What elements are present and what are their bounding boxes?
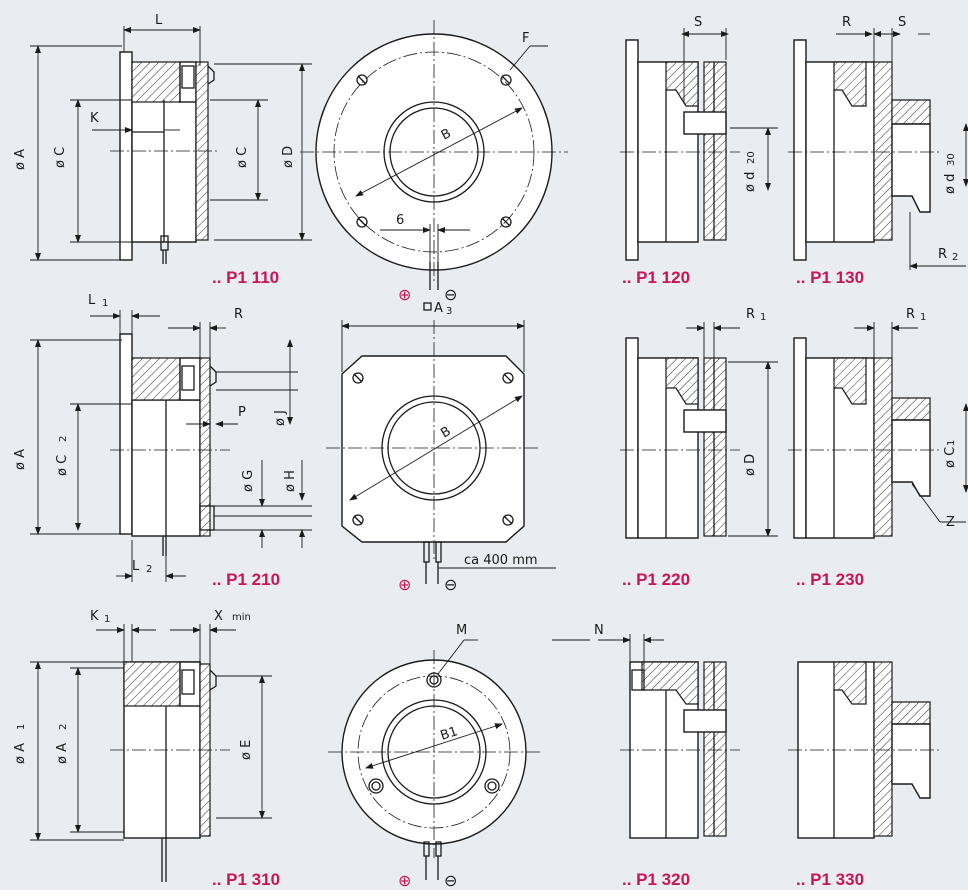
view-p1-120-section xyxy=(620,28,778,261)
label-dia-D: ø D xyxy=(281,146,296,168)
label-R1: R xyxy=(746,307,755,322)
view-round-front xyxy=(300,20,568,311)
label-K1-sub: 1 xyxy=(104,614,110,625)
label-cable: ca 400 mm xyxy=(464,553,538,568)
label-dia-D-220: ø D xyxy=(743,454,758,476)
minus-symbol-2: ⊖ xyxy=(444,575,457,594)
label-Z: Z xyxy=(946,515,955,530)
label-C2: ø C xyxy=(55,455,70,476)
label-6: 6 xyxy=(396,213,404,228)
label-L: L xyxy=(155,13,163,28)
label-R: R xyxy=(842,15,851,30)
label-L2: L xyxy=(132,559,140,574)
caption-p1-220: .. P1 220 xyxy=(622,570,690,589)
plus-symbol-3: ⊕ xyxy=(398,871,411,890)
label-dia-C-right: ø C xyxy=(235,147,250,168)
label-A2: ø A xyxy=(55,743,70,764)
label-E: ø E xyxy=(239,740,254,760)
label-B1: B1 xyxy=(439,724,460,744)
label-d30: ø d xyxy=(943,174,958,194)
plus-symbol: ⊕ xyxy=(398,285,411,304)
label-C1: ø C xyxy=(943,447,958,468)
label-Xmin-sub: min xyxy=(232,612,251,623)
caption-p1-330: .. P1 330 xyxy=(796,870,864,889)
label-dia-C: ø C xyxy=(53,147,68,168)
label-H: ø H xyxy=(283,470,298,492)
label-C1-sub: 1 xyxy=(946,440,957,446)
label-K: K xyxy=(90,111,99,126)
caption-p1-120: .. P1 120 xyxy=(622,268,690,287)
label-A2-sub: 2 xyxy=(58,724,69,730)
label-P: P xyxy=(238,405,246,420)
label-G: ø G xyxy=(241,470,256,492)
label-S-130: S xyxy=(898,15,906,30)
label-A3: A xyxy=(434,301,443,316)
label-R1-230-sub: 1 xyxy=(920,312,926,323)
label-C2-sub: 2 xyxy=(58,436,69,442)
caption-p1-230: .. P1 230 xyxy=(796,570,864,589)
plus-symbol-2: ⊕ xyxy=(398,575,411,594)
view-p1-110-section xyxy=(30,26,312,264)
label-dia-A-210: ø A xyxy=(13,449,28,470)
view-p1-310-section xyxy=(30,624,272,882)
label-R2-sub: 2 xyxy=(952,252,958,263)
label-L1: L xyxy=(88,293,96,308)
label-R1-sub: 1 xyxy=(760,312,766,323)
label-Xmin: X xyxy=(214,609,223,624)
caption-p1-130: .. P1 130 xyxy=(796,268,864,287)
label-R2: R xyxy=(938,247,947,262)
caption-p1-110: .. P1 110 xyxy=(212,268,279,287)
label-N: N xyxy=(594,623,604,638)
label-L2-sub: 2 xyxy=(146,564,152,575)
label-K1: K xyxy=(90,609,99,624)
label-M: M xyxy=(456,623,467,638)
view-p1-210-section xyxy=(30,310,312,582)
view-p1-130-section xyxy=(788,28,968,270)
minus-symbol-3: ⊖ xyxy=(444,871,457,890)
view-square-front xyxy=(326,320,556,584)
label-A3-sub: 3 xyxy=(446,306,452,317)
caption-p1-310: .. P1 310 xyxy=(212,870,280,889)
view-p1-330-section xyxy=(788,661,940,839)
view-ring-front xyxy=(328,639,540,880)
label-S: S xyxy=(694,15,702,30)
view-p1-230-section xyxy=(788,322,968,539)
label-R1-230: R xyxy=(906,307,915,322)
label-A1: ø A xyxy=(13,743,28,764)
label-L1-sub: 1 xyxy=(102,298,108,309)
label-J: ø J xyxy=(273,410,288,426)
view-p1-320-section xyxy=(552,634,740,839)
label-d20: ø d xyxy=(743,172,758,192)
minus-symbol: ⊖ xyxy=(444,285,457,304)
label-dia-A: ø A xyxy=(13,149,28,170)
label-A1-sub: 1 xyxy=(16,724,27,730)
label-d20-sub: 20 xyxy=(746,151,757,164)
caption-p1-210: .. P1 210 xyxy=(212,570,280,589)
caption-p1-320: .. P1 320 xyxy=(622,870,690,889)
view-p1-220-section xyxy=(620,322,778,539)
label-d30-sub: 30 xyxy=(946,153,957,166)
label-F: F xyxy=(522,31,529,46)
label-R-210: R xyxy=(234,307,243,322)
